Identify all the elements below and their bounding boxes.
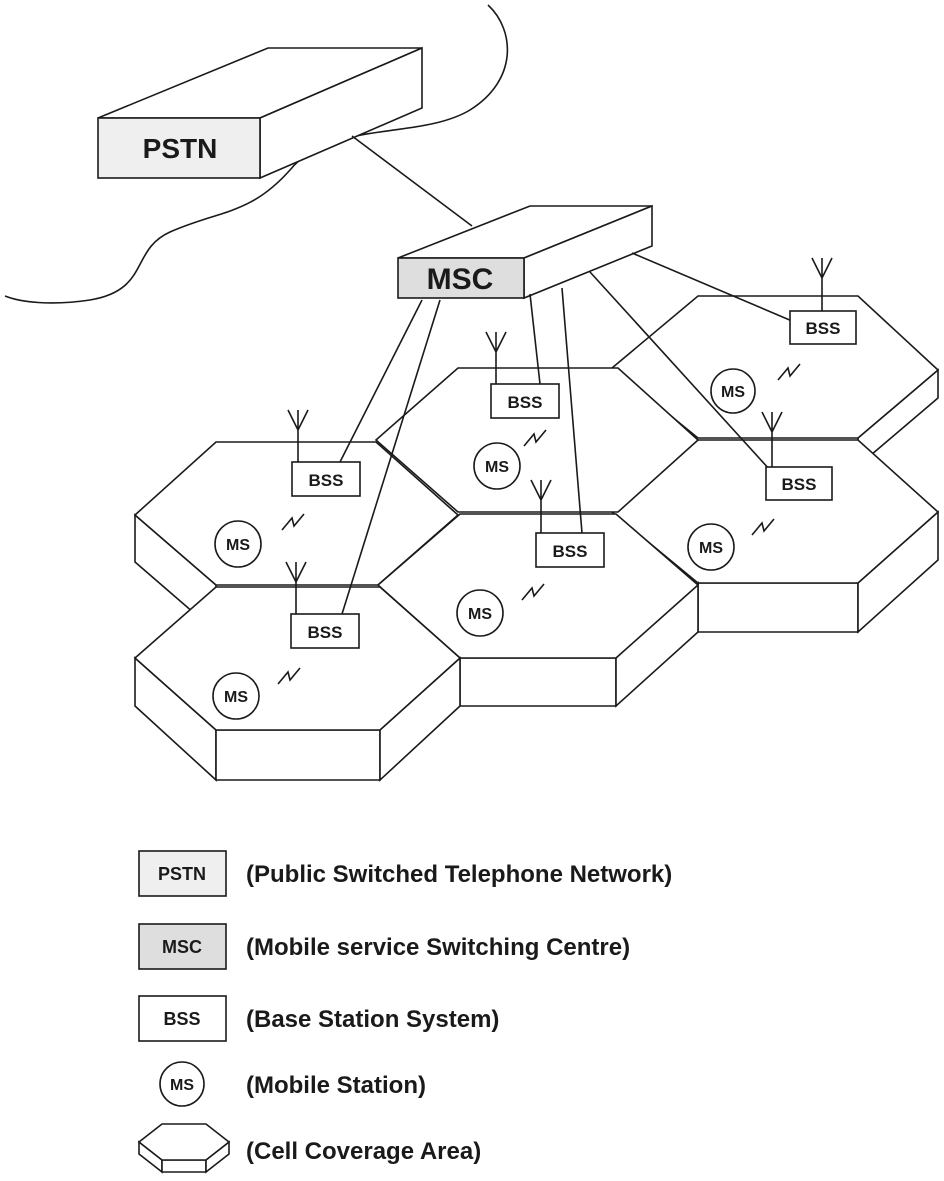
legend-item-msc: MSC (Mobile service Switching Centre) [138,923,630,970]
msc-node: MSC [397,204,653,300]
bss-label: BSS [553,542,588,561]
ms-unit: MS [212,672,260,720]
ms-unit: MS [214,520,262,568]
legend-pstn-symbol-label: PSTN [158,864,206,884]
legend-ms-symbol [159,1061,205,1107]
legend-ms-symbol-label: MS [170,1077,194,1094]
ms-label: MS [699,540,723,557]
legend: PSTN (Public Switched Telephone Network)… [137,850,672,1174]
ms-unit: MS [473,442,521,490]
legend-cell-symbol [137,1123,231,1174]
legend-item-bss: BSS (Base Station System) [138,995,499,1042]
bss-label: BSS [806,319,841,338]
pstn-msc-link [351,135,473,227]
bss-unit: BSS [789,257,857,345]
legend-msc-symbol-label: MSC [162,937,202,957]
pstn-label: PSTN [143,133,218,164]
ms-unit: MS [687,523,735,571]
pstn-node: PSTN [97,46,423,180]
legend-item-pstn: PSTN (Public Switched Telephone Network) [138,850,672,897]
legend-pstn-text: (Public Switched Telephone Network) [246,861,672,888]
ms-label: MS [485,459,509,476]
bss-unit: BSS [761,411,833,501]
bss-label: BSS [508,393,543,412]
bss-unit: BSS [485,331,560,419]
bss-label: BSS [308,623,343,642]
legend-cell-text: (Cell Coverage Area) [246,1138,481,1165]
bss-unit: BSS [285,561,360,649]
bss-label: BSS [309,471,344,490]
legend-msc-text: (Mobile service Switching Centre) [246,934,630,961]
pstn-network-boundary [4,4,509,304]
ms-unit: MS [710,368,756,414]
legend-bss-text: (Base Station System) [246,1006,499,1033]
msc-bss-links [339,252,793,615]
bss-unit: BSS [287,409,361,497]
bss-unit: BSS [530,479,605,568]
ms-label: MS [721,384,745,401]
legend-bss-symbol-label: BSS [163,1009,200,1029]
ms-label: MS [224,689,248,706]
msc-label: MSC [427,263,494,296]
legend-bss-symbol [138,995,227,1042]
legend-item-cell: (Cell Coverage Area) [137,1123,481,1174]
bss-label: BSS [782,475,817,494]
legend-pstn-symbol [138,850,227,897]
radio-link-icon [277,363,801,685]
ms-unit: MS [456,589,504,637]
ms-label: MS [468,606,492,623]
legend-item-ms: MS (Mobile Station) [159,1061,426,1107]
ms-label: MS [226,537,250,554]
legend-msc-symbol [138,923,227,970]
legend-ms-text: (Mobile Station) [246,1072,426,1099]
